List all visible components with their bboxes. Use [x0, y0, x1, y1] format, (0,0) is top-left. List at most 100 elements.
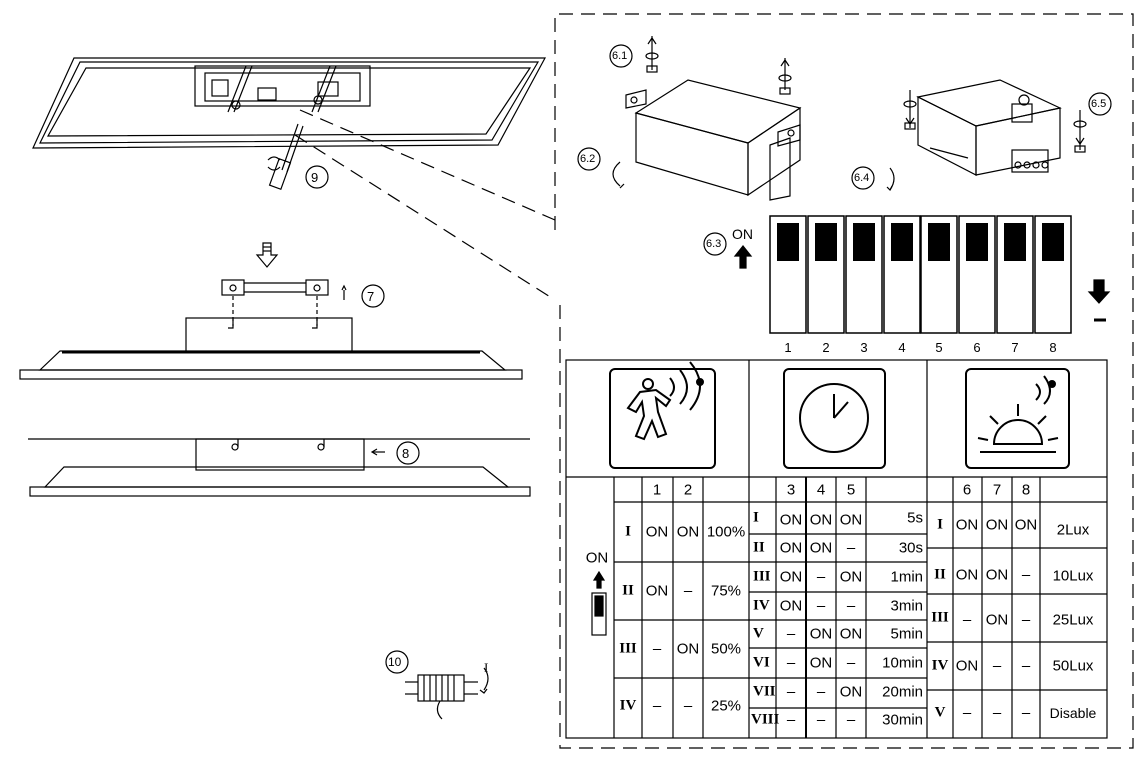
g2-cell: – [846, 539, 856, 557]
step-6-2-label: 6.2 [580, 153, 596, 165]
panel-side-view-step7 [19, 242, 523, 380]
g1-header: 1 [652, 481, 662, 499]
g3-header: 8 [1021, 481, 1031, 499]
g1-cell: ON [676, 523, 700, 541]
g3-cell: ON [1014, 516, 1038, 534]
g2-mode: V [753, 625, 764, 642]
g2-cell: ON [839, 625, 863, 643]
step-6-1-circle [609, 44, 633, 68]
g2-cell: – [846, 711, 856, 729]
g1-cell: – [683, 697, 693, 715]
g2-header: 5 [846, 481, 856, 499]
g2-cell: ON [779, 568, 803, 586]
g2-mode: VIII [751, 711, 780, 728]
g2-mode: IV [753, 597, 770, 614]
g1-mode: IV [619, 697, 637, 714]
g3-mode: II [934, 566, 946, 583]
g2-cell: – [786, 683, 796, 701]
g3-mode: I [937, 516, 943, 533]
dip-number: 2 [822, 340, 830, 355]
g3-value: 50Lux [1052, 657, 1094, 675]
dip-number: 7 [1011, 340, 1019, 355]
g2-cell: ON [779, 597, 803, 615]
step-6-3-label: 6.3 [706, 238, 722, 250]
g3-cell: ON [955, 657, 979, 675]
g1-mode: III [619, 640, 637, 657]
g2-cell: ON [809, 654, 833, 672]
step-6-4-label: 6.4 [854, 172, 870, 184]
step-10-circle [385, 650, 409, 674]
g3-cell: – [962, 704, 972, 722]
g1-cell: ON [645, 523, 669, 541]
daylight-sensor-icon [965, 368, 1070, 469]
step-8-label: 8 [402, 446, 410, 461]
g3-cell: – [1021, 611, 1031, 629]
driver-module [612, 36, 802, 201]
g3-cell: – [992, 704, 1002, 722]
g1-cell: ON [645, 582, 669, 600]
dip-number: 3 [860, 340, 868, 355]
g2-mode: VI [753, 654, 770, 671]
g2-cell: – [816, 683, 826, 701]
step-10-mark: I [484, 660, 489, 675]
step-7-label: 7 [367, 289, 375, 304]
g2-value: 5min [890, 625, 923, 643]
g2-mode: II [753, 539, 765, 556]
g2-mode: III [753, 568, 771, 585]
g2-cell: – [816, 711, 826, 729]
g2-cell: – [816, 568, 826, 586]
g2-mode: I [753, 509, 759, 526]
g2-value: 20min [882, 683, 923, 701]
g2-value: 3min [890, 597, 923, 615]
g2-value: 1min [890, 568, 923, 586]
g2-cell: ON [839, 568, 863, 586]
g1-cell: – [683, 582, 693, 600]
g2-value: 30min [882, 711, 923, 729]
g3-cell: ON [985, 611, 1009, 629]
motion-sensor-icon [609, 361, 716, 469]
g3-cell: – [992, 657, 1002, 675]
connector-lines [294, 109, 556, 301]
dip-number: 6 [973, 340, 981, 355]
g2-cell: ON [839, 683, 863, 701]
g1-value: 50% [710, 640, 742, 658]
panel-perspective-view [32, 57, 547, 190]
g2-cell: – [786, 711, 796, 729]
g1-cell: – [652, 640, 662, 658]
sensor-module [886, 79, 1087, 192]
g1-cell: ON [676, 640, 700, 658]
g3-cell: – [962, 611, 972, 629]
g3-cell: ON [955, 516, 979, 534]
g2-cell: – [786, 625, 796, 643]
panel-side-view-step8 [28, 438, 531, 497]
g3-header: 6 [962, 481, 972, 499]
g2-header: 3 [786, 481, 796, 499]
g2-cell: ON [809, 511, 833, 529]
g1-value: 75% [710, 582, 742, 600]
g2-header: 4 [816, 481, 826, 499]
g1-mode: I [625, 523, 631, 540]
g1-mode: II [622, 582, 634, 599]
step-9-circle [305, 165, 329, 189]
g3-cell: – [1021, 657, 1031, 675]
detail-frame [554, 13, 1134, 749]
table-on-label: ON [585, 549, 609, 567]
g1-header: 2 [683, 481, 693, 499]
g2-cell: – [786, 654, 796, 672]
g3-value: 10Lux [1052, 567, 1094, 585]
g3-mode: III [931, 609, 949, 626]
g2-cell: – [816, 597, 826, 615]
g1-value: 100% [706, 523, 746, 541]
g2-cell: ON [809, 625, 833, 643]
dip-switch-bank [769, 215, 1072, 334]
terminal-block-step10 [405, 667, 489, 720]
g2-cell: ON [839, 511, 863, 529]
g3-mode: IV [931, 657, 949, 674]
g3-value: 25Lux [1052, 611, 1094, 629]
step-6-2-circle [577, 147, 601, 171]
off-arrow-icon [1087, 279, 1111, 304]
step-8-circle [396, 441, 420, 465]
settings-table-grid [565, 359, 1108, 739]
step-9-label: 9 [311, 170, 319, 185]
